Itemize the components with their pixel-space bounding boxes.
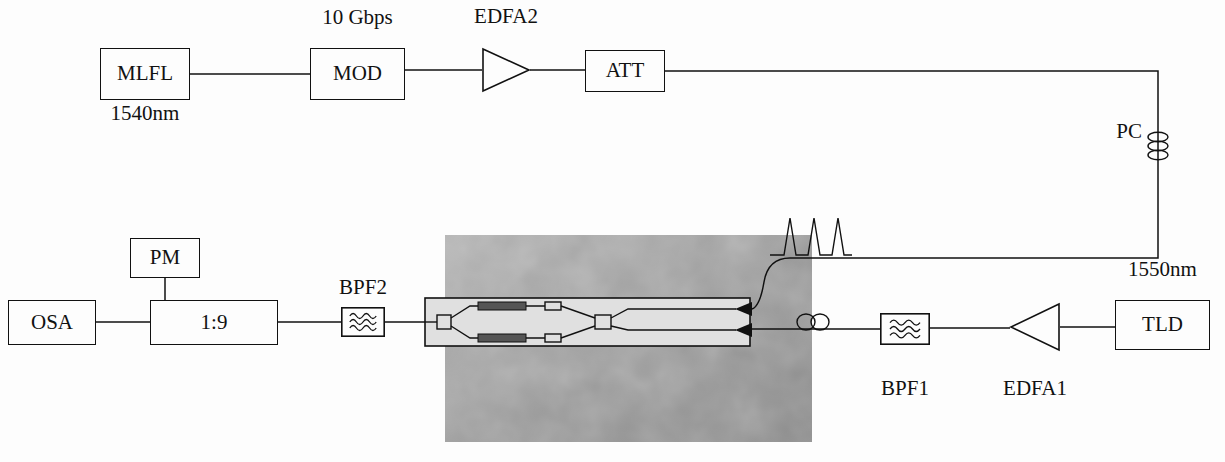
laser-box: 1550nmTLD — [1115, 300, 1210, 350]
coil-loop — [1148, 141, 1168, 150]
fiber-line — [1157, 128, 1159, 164]
amplifier-symbol: EDFA1 — [1010, 303, 1060, 351]
phase-shifter — [478, 334, 526, 342]
fiber-connector — [1060, 326, 1115, 328]
filter-wave — [890, 327, 920, 332]
component-label: 1550nm — [1128, 258, 1197, 281]
coil-loop — [1148, 150, 1168, 159]
input-arrowhead — [735, 302, 752, 316]
component-label: EDFA1 — [1003, 377, 1067, 400]
filter-box — [342, 308, 384, 336]
component-label: BPF2 — [339, 276, 387, 299]
interferometer-waveguides — [425, 302, 736, 342]
fiber-connector — [930, 327, 1010, 329]
fiber-connector — [405, 69, 482, 71]
filter-wave — [890, 320, 920, 325]
fiber-connector — [190, 73, 310, 75]
filter-wave — [350, 314, 376, 319]
filter-outline — [880, 313, 930, 345]
amplifier-triangle — [1011, 304, 1059, 350]
box-label: MLFL — [117, 62, 173, 85]
filter-wave — [890, 333, 920, 338]
component-label: BPF1 — [881, 377, 929, 400]
filter-symbol: BPF1 — [880, 313, 930, 345]
filter-wave — [350, 320, 376, 325]
box-label: OSA — [31, 311, 73, 334]
modulator-box: 10 GbpsMOD — [310, 48, 405, 100]
box-label: MOD — [333, 62, 382, 85]
attenuator-box: ATT — [585, 50, 665, 92]
fiber-connector — [164, 278, 166, 300]
polarization-controller: PC — [1146, 128, 1170, 164]
coil-outline — [1146, 128, 1170, 164]
filter-wave — [350, 326, 376, 331]
filter-box — [881, 314, 929, 344]
coupler-box: 1:9 — [150, 300, 278, 345]
chip-outline — [425, 298, 750, 346]
component-label: 1540nm — [111, 102, 180, 125]
fiber-connector — [665, 71, 1158, 128]
fiber-connector — [96, 321, 150, 323]
box-label: ATT — [606, 59, 645, 82]
fiber-line — [385, 321, 425, 323]
triangle-outline — [1010, 303, 1060, 351]
triangle-outline — [482, 48, 530, 92]
fiber-line — [752, 164, 1158, 309]
fiber-connector — [278, 321, 341, 323]
component-label: PC — [1116, 120, 1142, 143]
phase-shifter — [478, 302, 526, 310]
coil-loop — [1148, 132, 1168, 141]
amplifier-triangle — [483, 49, 529, 91]
box-label: 1:9 — [201, 311, 228, 334]
analyzer-box: OSA — [8, 300, 96, 345]
fiber-connector — [530, 69, 585, 71]
filter-symbol: BPF2 — [341, 307, 385, 337]
laser-box: MLFL1540nm — [100, 48, 190, 100]
box-label: TLD — [1142, 313, 1183, 336]
power-meter-box: PM — [130, 238, 200, 278]
pulse-train — [770, 218, 852, 255]
amplifier-symbol: EDFA2 — [482, 48, 530, 92]
filter-outline — [341, 307, 385, 337]
polarization-coil — [797, 314, 829, 330]
component-label: 10 Gbps — [322, 6, 393, 29]
component-label: EDFA2 — [474, 5, 538, 28]
input-arrowhead — [735, 323, 752, 337]
box-label: PM — [150, 246, 180, 269]
